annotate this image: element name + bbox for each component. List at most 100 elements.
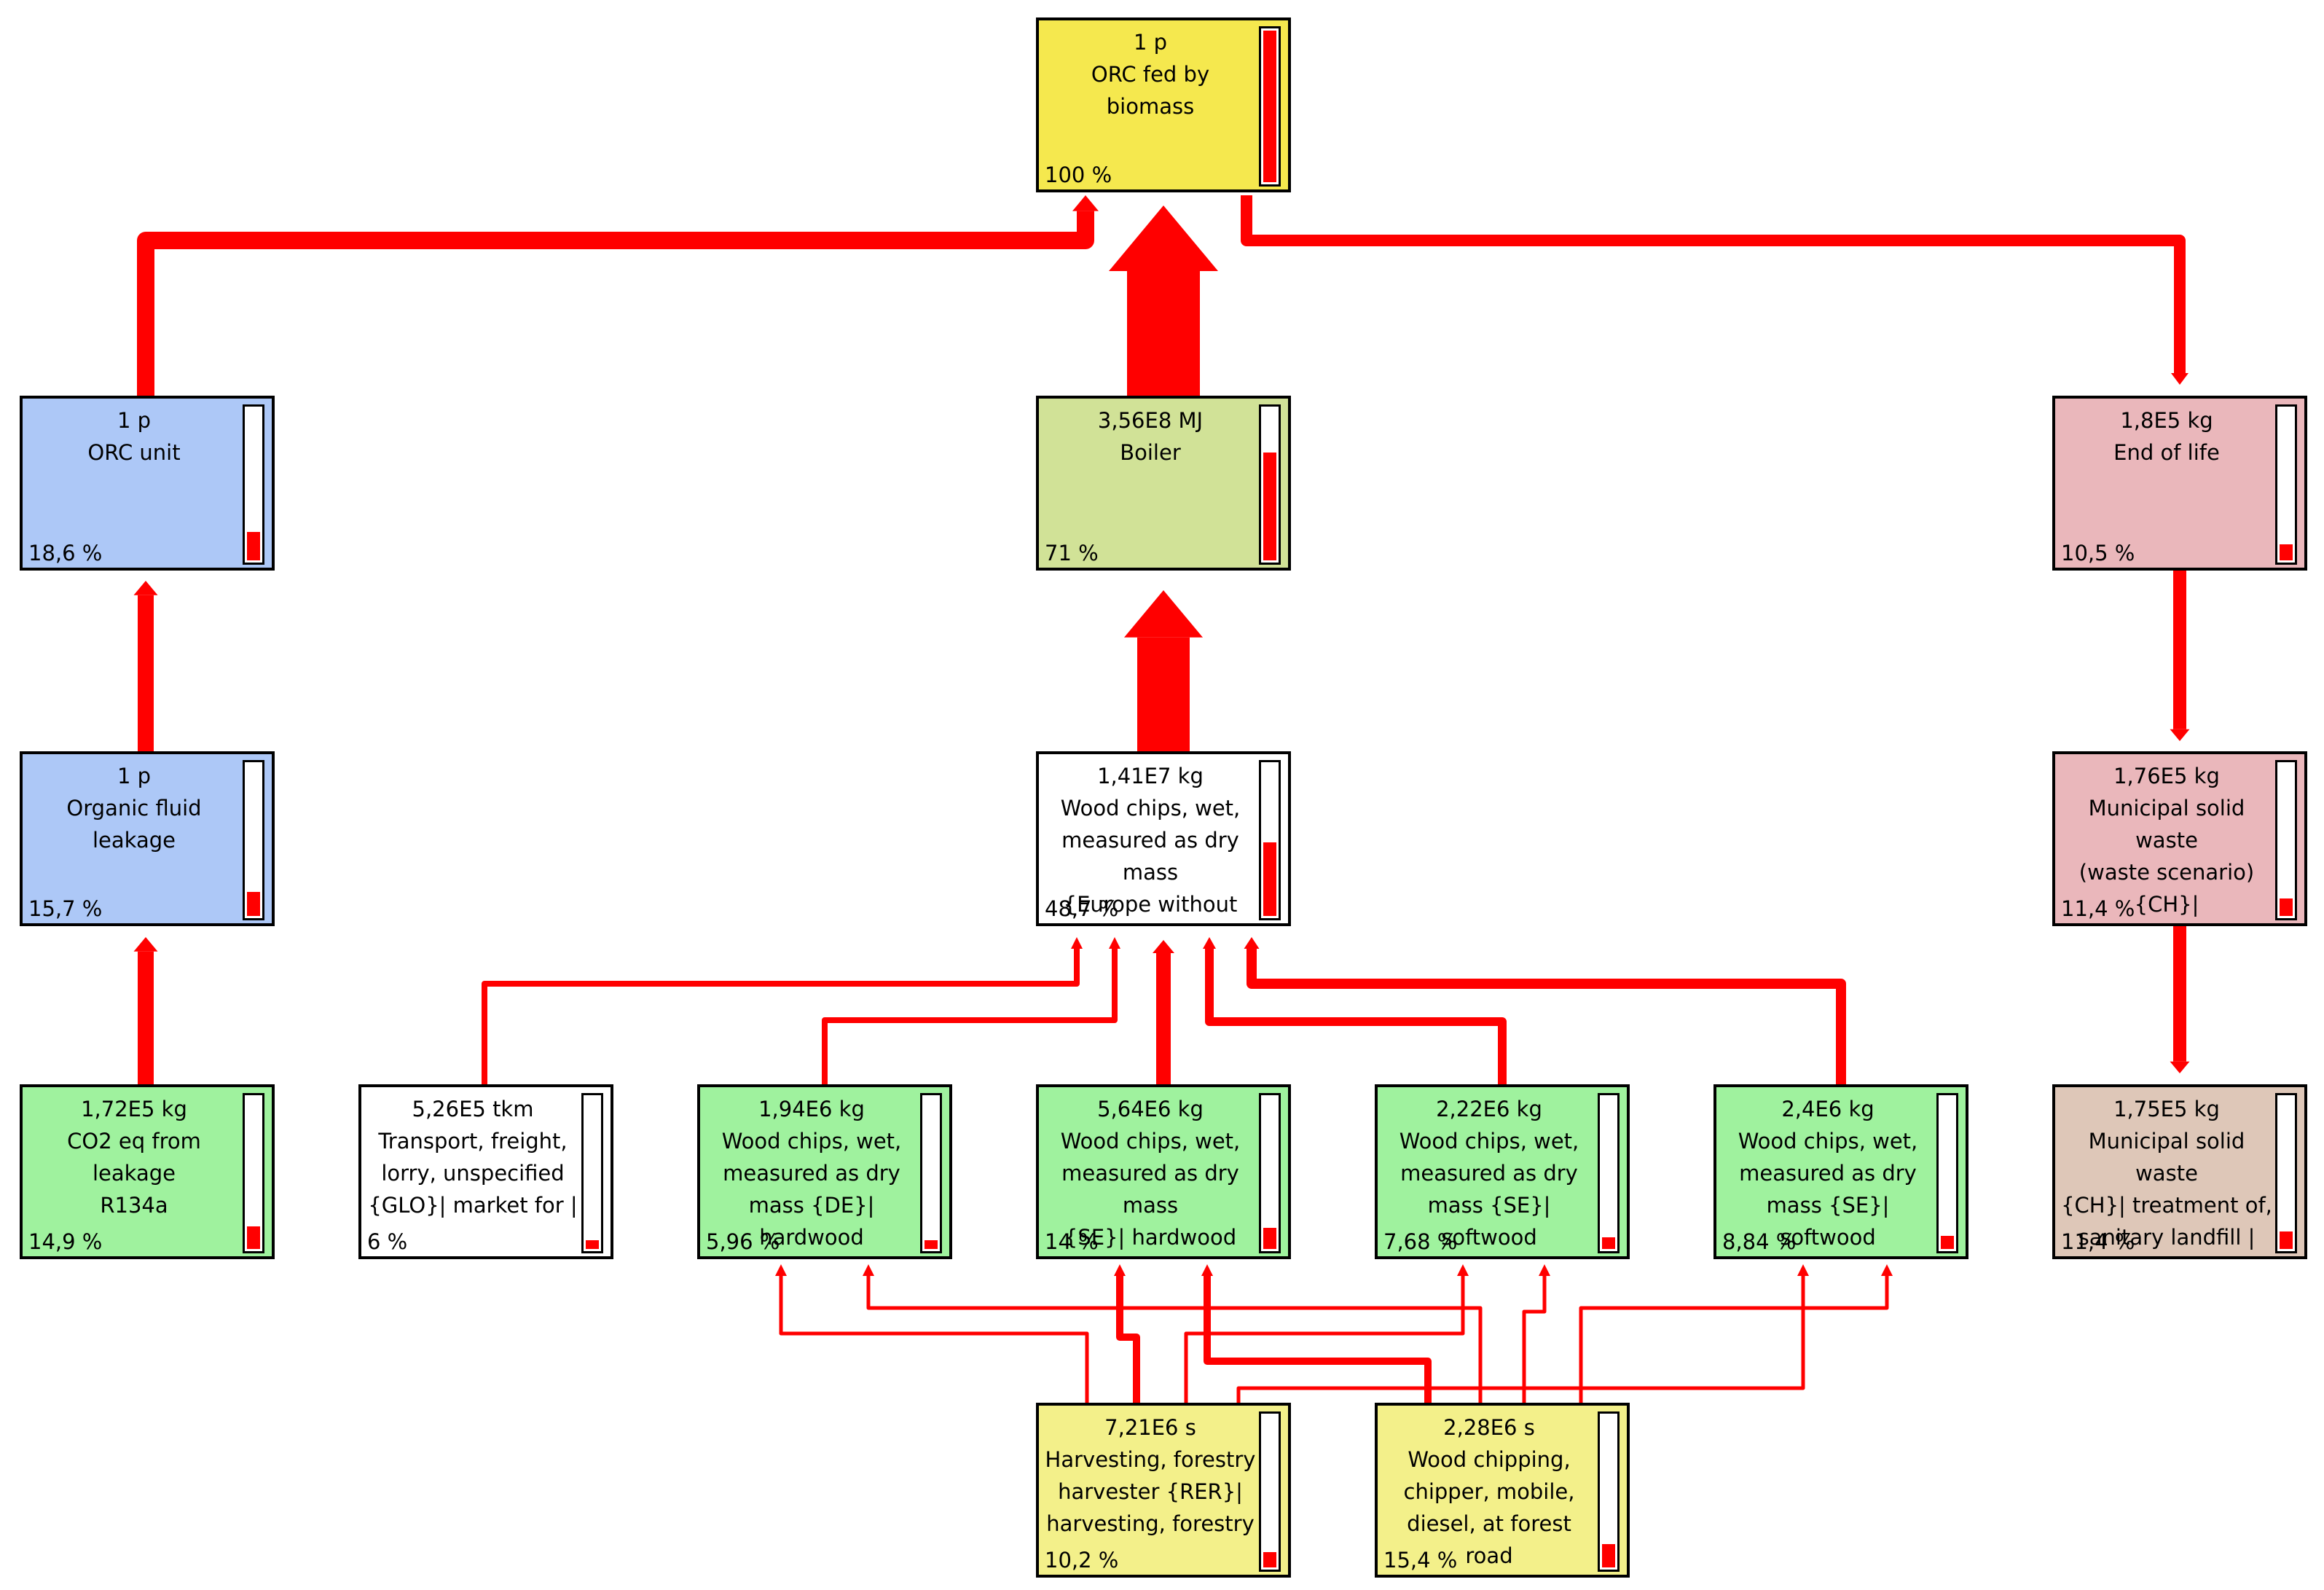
node-percent: 15,4 % bbox=[1383, 1548, 1458, 1573]
node-label: Wood chips, wet, measured as dry mass {S… bbox=[1738, 1129, 1918, 1250]
flow-eol-to-msw bbox=[2170, 571, 2190, 741]
node-amount: 5,64E6 kg bbox=[1097, 1097, 1204, 1121]
node-label: Municipal solid waste {CH}| treatment of… bbox=[2061, 1129, 2272, 1250]
node-amount: 2,22E6 kg bbox=[1436, 1097, 1542, 1121]
node-percent: 11,4 % bbox=[2061, 896, 2135, 921]
flow-co2-to-leakage bbox=[133, 937, 158, 1084]
impact-gauge bbox=[1259, 404, 1281, 565]
flow-msw-to-landfill bbox=[2170, 926, 2190, 1073]
node-harvesting-forestry[interactable]: 7,21E6 s Harvesting, forestry harvester … bbox=[1036, 1403, 1291, 1578]
impact-gauge bbox=[243, 760, 264, 920]
flow-transport-to-wood bbox=[482, 937, 1083, 1084]
node-amount: 1,76E5 kg bbox=[2113, 764, 2220, 788]
node-amount: 2,4E6 kg bbox=[1781, 1097, 1874, 1121]
flow-chip-to-se-softwood-b bbox=[1579, 1264, 1893, 1403]
impact-gauge-fill bbox=[247, 892, 260, 916]
impact-gauge bbox=[1259, 760, 1281, 920]
impact-gauge bbox=[243, 1093, 264, 1253]
impact-gauge-fill bbox=[1941, 1235, 1954, 1249]
node-amount: 1,75E5 kg bbox=[2113, 1097, 2220, 1121]
node-orc-unit[interactable]: 1 p ORC unit 18,6 % bbox=[20, 396, 275, 571]
node-end-of-life[interactable]: 1,8E5 kg End of life 10,5 % bbox=[2052, 396, 2307, 571]
impact-gauge-fill bbox=[1602, 1543, 1615, 1567]
node-percent: 14,9 % bbox=[28, 1229, 103, 1254]
flow-orc-unit-to-top bbox=[137, 195, 1099, 396]
impact-gauge-fill bbox=[1263, 453, 1276, 560]
node-label: Wood chips, wet, measured as dry mass {D… bbox=[721, 1129, 902, 1250]
node-label: Boiler bbox=[1120, 440, 1181, 465]
impact-gauge-fill bbox=[2280, 544, 2293, 560]
node-amount: 1,72E5 kg bbox=[81, 1097, 187, 1121]
impact-gauge-fill bbox=[2280, 898, 2293, 916]
flow-harv-to-se-softwood-a bbox=[1184, 1264, 1469, 1403]
node-co2-leakage[interactable]: 1,72E5 kg CO2 eq from leakage R134a 14,9… bbox=[20, 1084, 275, 1259]
node-organic-fluid-leakage[interactable]: 1 p Organic fluid leakage 15,7 % bbox=[20, 751, 275, 926]
node-label: ORC fed by biomass bbox=[1091, 62, 1210, 119]
flow-chip-to-se-hardwood bbox=[1201, 1264, 1432, 1403]
impact-gauge bbox=[1598, 1411, 1620, 1572]
impact-gauge bbox=[1259, 26, 1281, 187]
impact-gauge bbox=[920, 1093, 942, 1253]
node-municipal-landfill[interactable]: 1,75E5 kg Municipal solid waste {CH}| tr… bbox=[2052, 1084, 2307, 1259]
node-amount: 1,41E7 kg bbox=[1097, 764, 1204, 788]
flow-boiler-to-top bbox=[1109, 205, 1218, 396]
node-wood-chips-se-hardwood[interactable]: 5,64E6 kg Wood chips, wet, measured as d… bbox=[1036, 1084, 1291, 1259]
node-percent: 14 % bbox=[1045, 1229, 1099, 1254]
impact-gauge-fill bbox=[1263, 842, 1276, 916]
node-percent: 8,84 % bbox=[1722, 1229, 1797, 1254]
node-percent: 11,4 % bbox=[2061, 1229, 2135, 1254]
node-percent: 10,5 % bbox=[2061, 541, 2135, 565]
impact-gauge-fill bbox=[1263, 1551, 1276, 1567]
node-label: End of life bbox=[2113, 440, 2220, 465]
flow-top-to-end-of-life bbox=[1241, 195, 2188, 385]
node-amount: 1,94E6 kg bbox=[758, 1097, 865, 1121]
impact-gauge-fill bbox=[247, 532, 260, 560]
impact-gauge-fill bbox=[1602, 1237, 1615, 1249]
node-amount: 1,8E5 kg bbox=[2120, 408, 2213, 433]
node-orc-biomass[interactable]: 1 p ORC fed by biomass 100 % bbox=[1036, 17, 1291, 192]
node-percent: 15,7 % bbox=[28, 896, 103, 921]
node-amount: 3,56E8 MJ bbox=[1097, 408, 1204, 433]
flow-harv-to-se-softwood-b bbox=[1236, 1264, 1809, 1403]
node-label: Organic fluid leakage bbox=[66, 796, 202, 853]
node-percent: 100 % bbox=[1045, 162, 1112, 187]
node-amount: 1 p bbox=[117, 764, 152, 788]
flow-chip-to-de-hardwood bbox=[863, 1264, 1483, 1403]
node-label: Wood chipping, chipper, mobile, diesel, … bbox=[1403, 1447, 1575, 1568]
node-wood-chips-se-softwood-b[interactable]: 2,4E6 kg Wood chips, wet, measured as dr… bbox=[1713, 1084, 1968, 1259]
node-amount: 5,26E5 tkm bbox=[412, 1097, 534, 1121]
node-label: Wood chips, wet, measured as dry mass {E… bbox=[1060, 796, 1241, 917]
impact-gauge-fill bbox=[586, 1240, 599, 1249]
node-wood-chipping[interactable]: 2,28E6 s Wood chipping, chipper, mobile,… bbox=[1375, 1403, 1630, 1578]
node-label: Transport, freight, lorry, unspecified {… bbox=[368, 1129, 578, 1218]
node-wood-chips-de-hardwood[interactable]: 1,94E6 kg Wood chips, wet, measured as d… bbox=[697, 1084, 952, 1259]
node-percent: 18,6 % bbox=[28, 541, 103, 565]
flow-se-hardwood-to-wood bbox=[1153, 940, 1174, 1084]
node-percent: 5,96 % bbox=[706, 1229, 780, 1254]
impact-gauge bbox=[1259, 1093, 1281, 1253]
node-amount: 7,21E6 s bbox=[1104, 1415, 1196, 1440]
node-transport-freight[interactable]: 5,26E5 tkm Transport, freight, lorry, un… bbox=[358, 1084, 613, 1259]
impact-gauge bbox=[2275, 760, 2297, 920]
impact-gauge-fill bbox=[1263, 31, 1276, 182]
node-wood-chips-europe[interactable]: 1,41E7 kg Wood chips, wet, measured as d… bbox=[1036, 751, 1291, 926]
node-wood-chips-se-softwood-a[interactable]: 2,22E6 kg Wood chips, wet, measured as d… bbox=[1375, 1084, 1630, 1259]
node-boiler[interactable]: 3,56E8 MJ Boiler 71 % bbox=[1036, 396, 1291, 571]
node-label: CO2 eq from leakage R134a bbox=[67, 1129, 201, 1218]
flow-de-hardwood-to-wood bbox=[822, 937, 1120, 1084]
flow-boiler-feed bbox=[1124, 590, 1203, 751]
flow-harv-to-se-hardwood bbox=[1114, 1264, 1140, 1403]
impact-gauge-fill bbox=[925, 1240, 938, 1249]
impact-gauge-fill bbox=[247, 1226, 260, 1249]
node-municipal-solid-waste[interactable]: 1,76E5 kg Municipal solid waste (waste s… bbox=[2052, 751, 2307, 926]
impact-gauge bbox=[1259, 1411, 1281, 1572]
node-label: Wood chips, wet, measured as dry mass {S… bbox=[1060, 1129, 1241, 1250]
node-label: Harvesting, forestry harvester {RER}| ha… bbox=[1045, 1447, 1256, 1536]
node-percent: 6 % bbox=[367, 1229, 408, 1254]
node-label: ORC unit bbox=[87, 440, 181, 465]
impact-gauge bbox=[2275, 1093, 2297, 1253]
node-label: Wood chips, wet, measured as dry mass {S… bbox=[1399, 1129, 1579, 1250]
node-amount: 1 p bbox=[1133, 30, 1168, 55]
node-label: Municipal solid waste (waste scenario) {… bbox=[2078, 796, 2255, 917]
